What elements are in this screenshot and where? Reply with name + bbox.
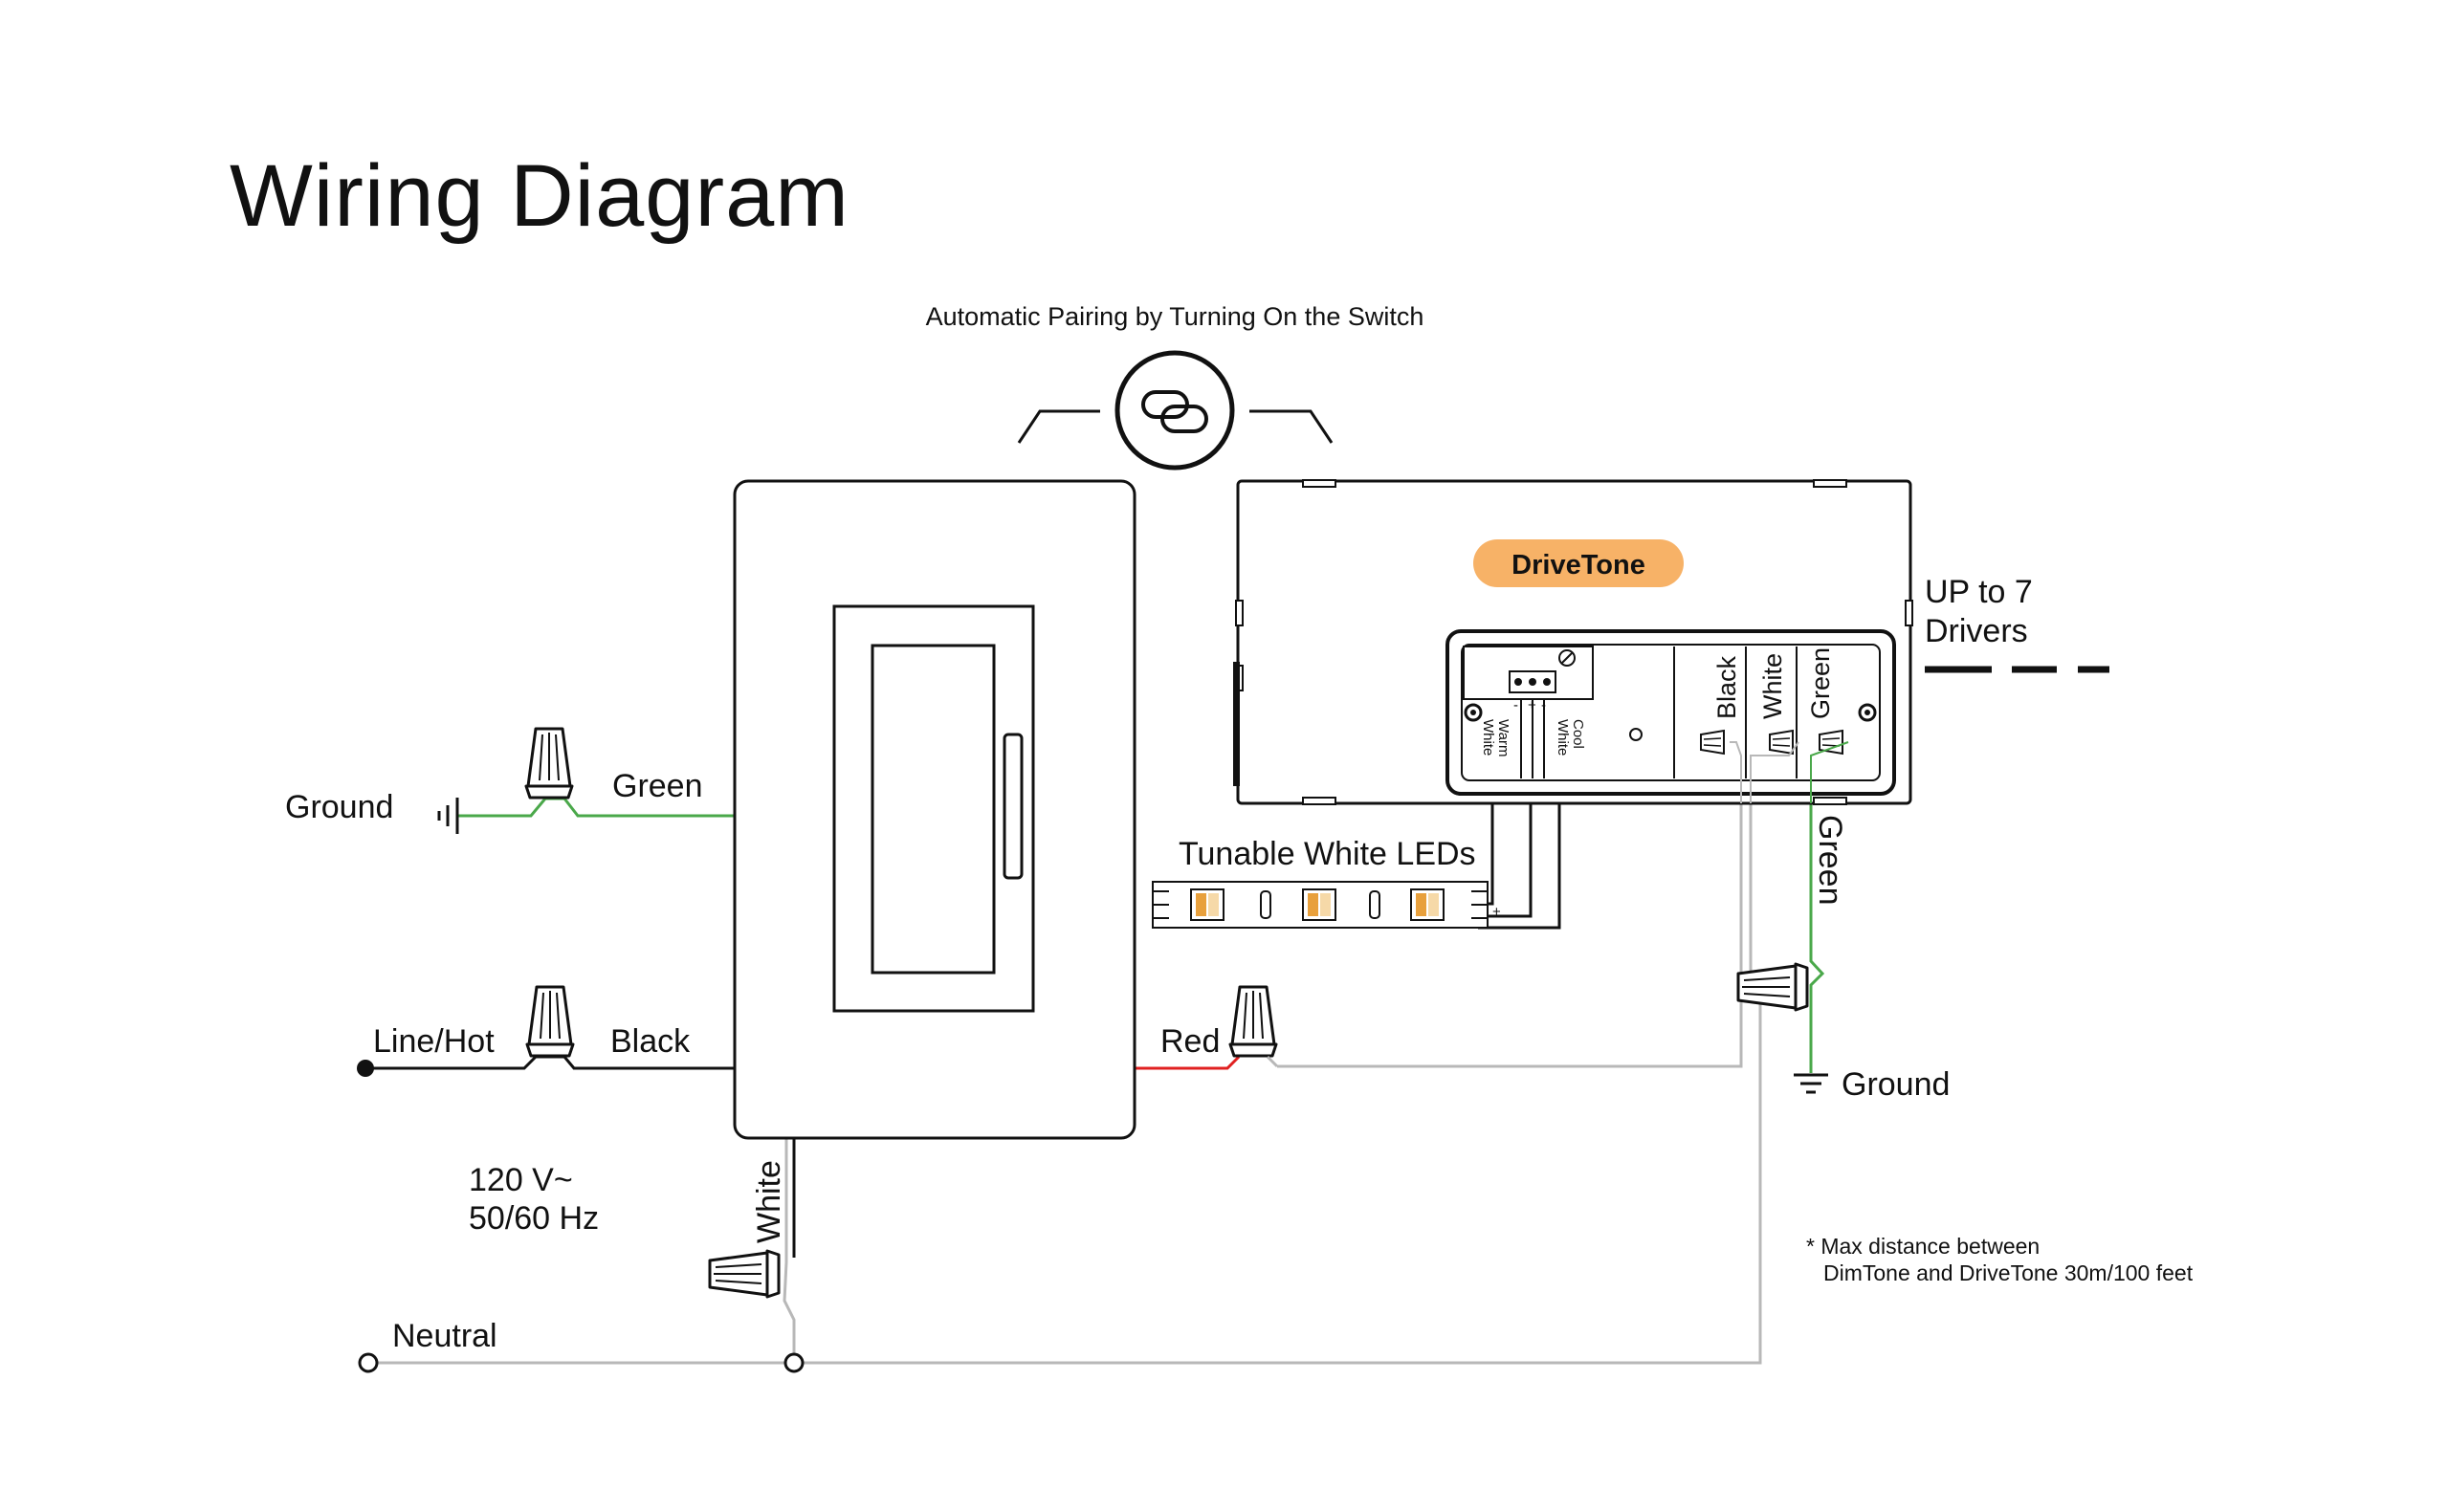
led-lead-2	[1478, 803, 1533, 918]
drivetone-driver: DriveTone - + - Warm White Cool	[1233, 479, 1913, 805]
distance-note-line2: DimTone and DriveTone 30m/100 feet	[1823, 1260, 2194, 1285]
green-left-label: Green	[612, 768, 703, 804]
terminal-plus-label: +	[1528, 697, 1536, 713]
terminal-warm-label-1: Warm	[1495, 719, 1511, 756]
line-hot-label: Line/Hot	[373, 1023, 495, 1060]
ground-right-label: Ground	[1842, 1066, 1950, 1103]
red-wire	[1134, 1055, 1241, 1070]
page-title: Wiring Diagram	[230, 147, 849, 245]
led-strip: +	[1152, 881, 1501, 929]
black-left-label: Black	[610, 1023, 691, 1060]
led-plus-label: +	[1492, 904, 1501, 920]
drivetone-badge-label: DriveTone	[1511, 550, 1645, 581]
wire-nut-icon	[708, 1249, 781, 1299]
terminal-white-label: White	[1758, 653, 1787, 719]
pairing-label: Automatic Pairing by Turning On the Swit…	[926, 302, 1424, 331]
green-right-label: Green	[1812, 815, 1848, 906]
led-chip-icon	[1190, 888, 1224, 921]
terminal-black-label: Black	[1712, 655, 1741, 719]
led-chip-icon	[1302, 888, 1336, 921]
potentiometer-icon	[1558, 649, 1576, 667]
ground-left-label: Ground	[285, 789, 393, 825]
led-chip-icon	[1410, 888, 1445, 921]
terminal-minus-label-2: -	[1541, 697, 1546, 713]
driver-black-return-wire	[1277, 803, 1743, 1068]
wire-nut-icon	[1736, 962, 1809, 1012]
wall-switch	[733, 479, 1136, 1140]
line-hot-terminal	[357, 1060, 374, 1077]
white-wire-switch	[783, 1138, 796, 1363]
ground-symbol-icon	[437, 798, 459, 834]
pairing-bracket-right	[1249, 409, 1334, 444]
up-to-label-line1: UP to 7	[1925, 574, 2033, 610]
terminal-warm-label-2: White	[1480, 719, 1496, 756]
neutral-label: Neutral	[392, 1318, 497, 1354]
wire-nut-icon	[524, 727, 574, 800]
red-grey-continuation	[1266, 1055, 1279, 1068]
neutral-terminal	[358, 1352, 379, 1373]
ground-symbol-icon	[1794, 1073, 1828, 1094]
pairing-bracket-left	[1017, 409, 1100, 444]
terminal-cool-label-2: White	[1555, 719, 1571, 756]
terminal-minus-label: -	[1513, 697, 1518, 713]
distance-note-line1: * Max distance between	[1806, 1234, 2040, 1259]
neutral-junction	[783, 1352, 805, 1373]
led-strip-label: Tunable White LEDs	[1179, 836, 1476, 872]
red-label: Red	[1160, 1023, 1220, 1060]
wire-nut-icon	[525, 985, 575, 1058]
wire-nut-icon	[1769, 730, 1794, 755]
wire-nut-icon	[1228, 985, 1278, 1058]
drivetone-badge	[1473, 539, 1684, 587]
frequency-label: 50/60 Hz	[469, 1200, 599, 1237]
terminal-green-label: Green	[1806, 647, 1835, 719]
up-to-label-line2: Drivers	[1925, 613, 2028, 649]
white-vertical-label: White	[751, 1160, 787, 1243]
wire-nut-icon	[1819, 730, 1843, 755]
led-lead-3	[1478, 803, 1561, 930]
terminal-cool-label-1: Cool	[1570, 719, 1586, 749]
wire-nut-icon	[1700, 730, 1725, 755]
neutral-wire	[368, 803, 1762, 1365]
voltage-label: 120 V~	[469, 1162, 573, 1198]
link-icon	[1114, 350, 1235, 471]
dimmer-slider[interactable]	[1003, 733, 1024, 880]
